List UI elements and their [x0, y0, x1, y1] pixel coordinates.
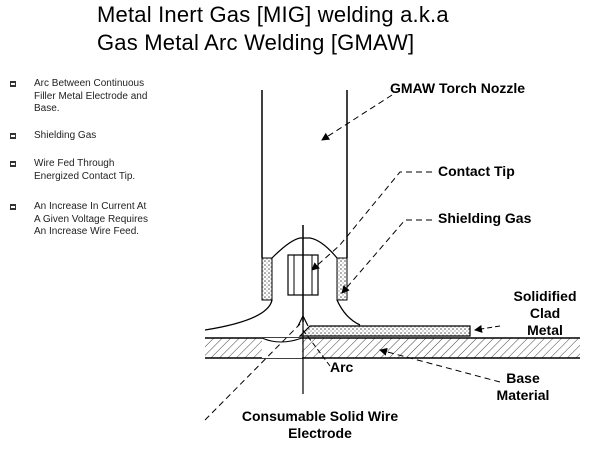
- label-contact-tip: Contact Tip: [438, 163, 515, 179]
- title-line-2: Gas Metal Arc Welding [GMAW]: [97, 30, 415, 55]
- torch-nozzle: [261, 90, 348, 301]
- bullet-square-icon: [10, 132, 16, 139]
- shielding-gas-flow: [204, 299, 361, 331]
- bullet-item: Shielding Gas: [8, 130, 208, 143]
- bullet-text: Wire Fed Through Energized Contact Tip.: [34, 158, 136, 182]
- bullet-item: Wire Fed Through Energized Contact Tip.: [8, 158, 208, 183]
- bullet-square-icon: [10, 81, 16, 87]
- bullet-text: An Increase In Current At A Given Voltag…: [34, 201, 148, 237]
- bullet-text: Shielding Gas: [34, 129, 97, 141]
- base-material-plate: [205, 337, 580, 359]
- label-consumable-electrode: Consumable Solid Wire Electrode: [241, 408, 399, 441]
- bullet-square-icon: [10, 204, 16, 210]
- label-base-material: Base Material: [496, 370, 550, 403]
- bullet-square-icon: [10, 161, 16, 167]
- title-line-1: Metal Inert Gas [MIG] welding a.k.a: [97, 2, 449, 27]
- label-arc: Arc: [330, 359, 354, 375]
- label-solidified-clad-metal: Solidified Clad Metal: [513, 288, 577, 338]
- bullet-item: Arc Between Continuous Filler Metal Elec…: [8, 78, 208, 116]
- leader-lines: [204, 94, 501, 421]
- clad-metal-bead: [298, 325, 471, 337]
- bullet-list: Arc Between Continuous Filler Metal Elec…: [8, 78, 208, 239]
- bullet-text: Arc Between Continuous Filler Metal Elec…: [34, 78, 148, 114]
- bullet-item: An Increase In Current At A Given Voltag…: [8, 201, 208, 239]
- label-torch-nozzle: GMAW Torch Nozzle: [390, 80, 526, 96]
- label-shielding-gas: Shielding Gas: [438, 210, 532, 226]
